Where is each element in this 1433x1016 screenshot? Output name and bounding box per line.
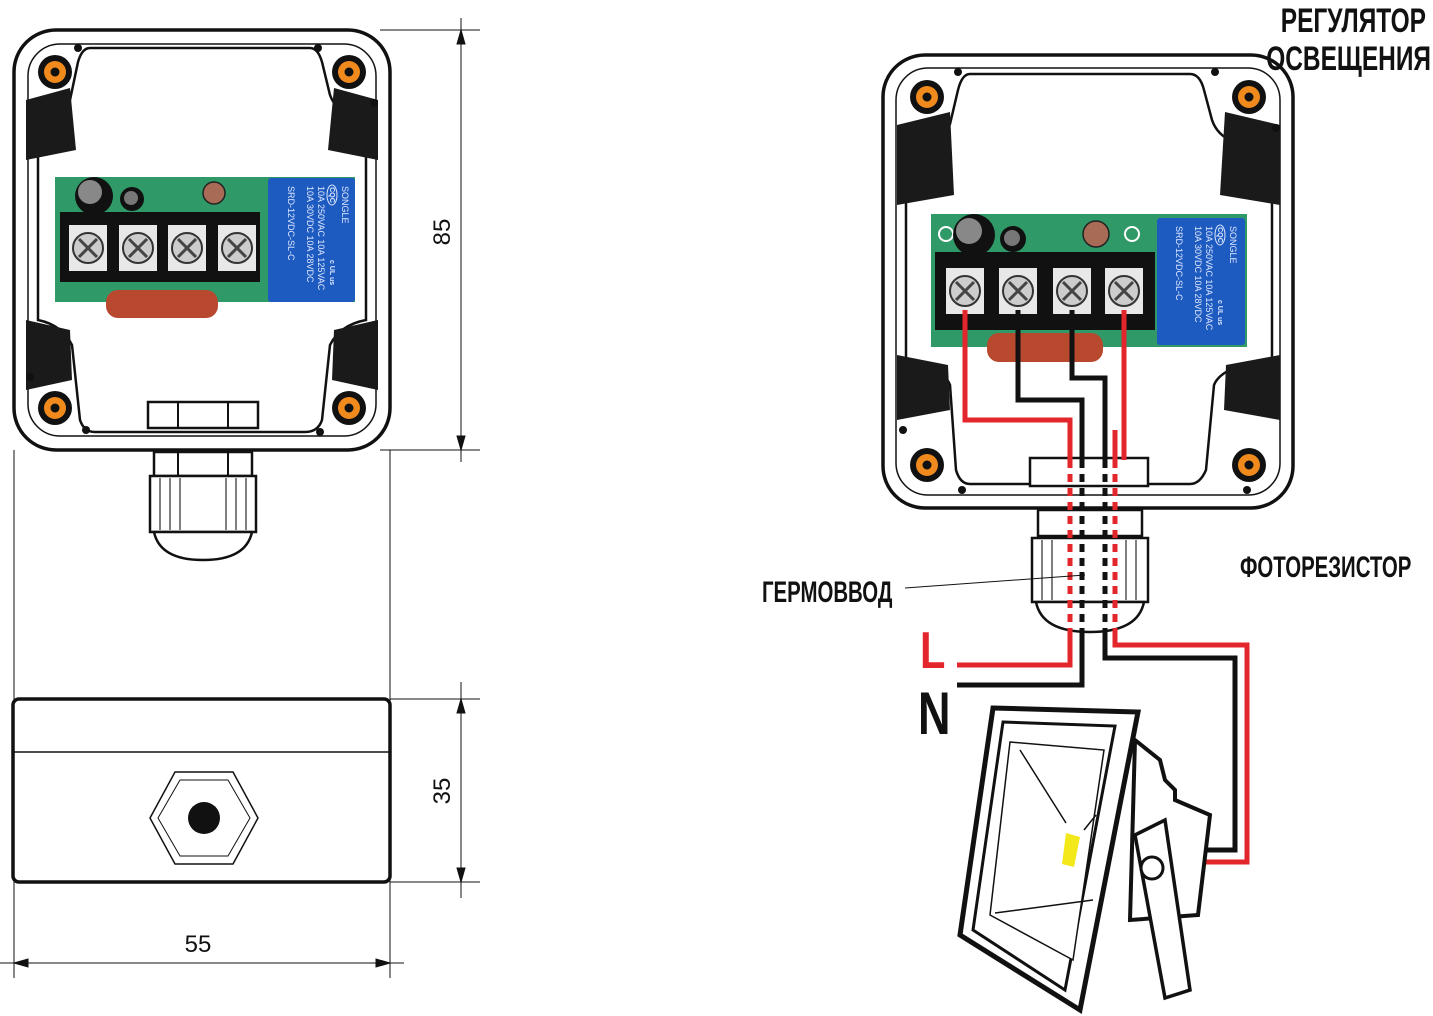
mounting-hole-icon	[910, 448, 944, 482]
wire-neutral	[957, 632, 1085, 688]
photoresistor-icon	[1082, 220, 1110, 248]
relay-rating-1: 10A 250VAC 10A 125VAC	[316, 186, 326, 291]
dimension-width-label: 55	[185, 931, 212, 958]
dimension-depth-label: 35	[429, 778, 456, 805]
wire-lamp-line	[1112, 632, 1250, 865]
mounting-hole-icon	[332, 55, 366, 89]
relay-cert: CQC	[328, 187, 335, 203]
relay-brand: SONGLE	[1228, 226, 1238, 264]
floodlight-icon	[957, 705, 1213, 1015]
enclosure-side-view	[11, 697, 392, 884]
wire-line	[957, 632, 1073, 668]
capacitor	[987, 333, 1103, 362]
relay-brand: SONGLE	[340, 186, 350, 224]
mounting-hole-icon	[38, 55, 72, 89]
cqc-mark-icon	[1214, 224, 1226, 246]
dimension-height-label: 85	[429, 219, 456, 246]
cqc-mark-icon	[326, 184, 338, 206]
neutral-label: N	[918, 681, 950, 748]
cable-gland-top-view	[148, 450, 258, 562]
mounting-hole-icon	[1232, 448, 1266, 482]
relay-rating-1: 10A 250VAC 10A 125VAC	[1204, 226, 1214, 331]
wires	[957, 310, 1250, 865]
relay-model: SRD-12VDC-SL-C	[1174, 226, 1184, 301]
led-chip	[1062, 833, 1080, 867]
enclosure-wiring-view: SONGLE CQC c UL us 10A 250VAC 10A 125VAC…	[881, 53, 1295, 510]
capacitor	[106, 290, 218, 318]
relay-model: SRD-12VDC-SL-C	[286, 186, 296, 261]
mounting-hole-icon	[910, 80, 944, 114]
wire-lamp-neutral	[1102, 632, 1238, 853]
relay-ul-mark: c UL us	[328, 260, 335, 285]
cable-gland-label: ГЕРМОВВОД	[762, 576, 892, 609]
photoresistor-label: ФОТОРЕЗИСТОР	[1240, 551, 1411, 584]
relay-rating-2: 10A 30VDC 10A 28VDC	[1193, 226, 1203, 323]
relay-ul-mark: c UL us	[1216, 300, 1223, 325]
mounting-hole-icon	[38, 391, 72, 425]
relay-cert: CQC	[1216, 227, 1223, 243]
relay-rating-2: 10A 30VDC 10A 28VDC	[305, 186, 315, 283]
dimension-lines	[0, 18, 480, 978]
relay: SONGLE CQC c UL us 10A 250VAC 10A 125VAC…	[268, 178, 355, 302]
mounting-hole-icon	[1232, 80, 1266, 114]
cable-gland	[1028, 456, 1150, 634]
title-line-1: РЕГУЛЯТОР	[1281, 2, 1426, 40]
enclosure-top-view: SONGLE CQC c UL us 10A 250VAC 10A 125VAC…	[12, 28, 392, 452]
photoresistor-icon	[202, 181, 226, 205]
relay: SONGLE CQC c UL us 10A 250VAC 10A 125VAC…	[1157, 218, 1245, 345]
line-label: L	[920, 621, 945, 680]
mounting-hole-icon	[332, 391, 366, 425]
title-line-2: ОСВЕЩЕНИЯ	[1266, 40, 1431, 78]
cable-gland-leader	[904, 574, 1086, 589]
